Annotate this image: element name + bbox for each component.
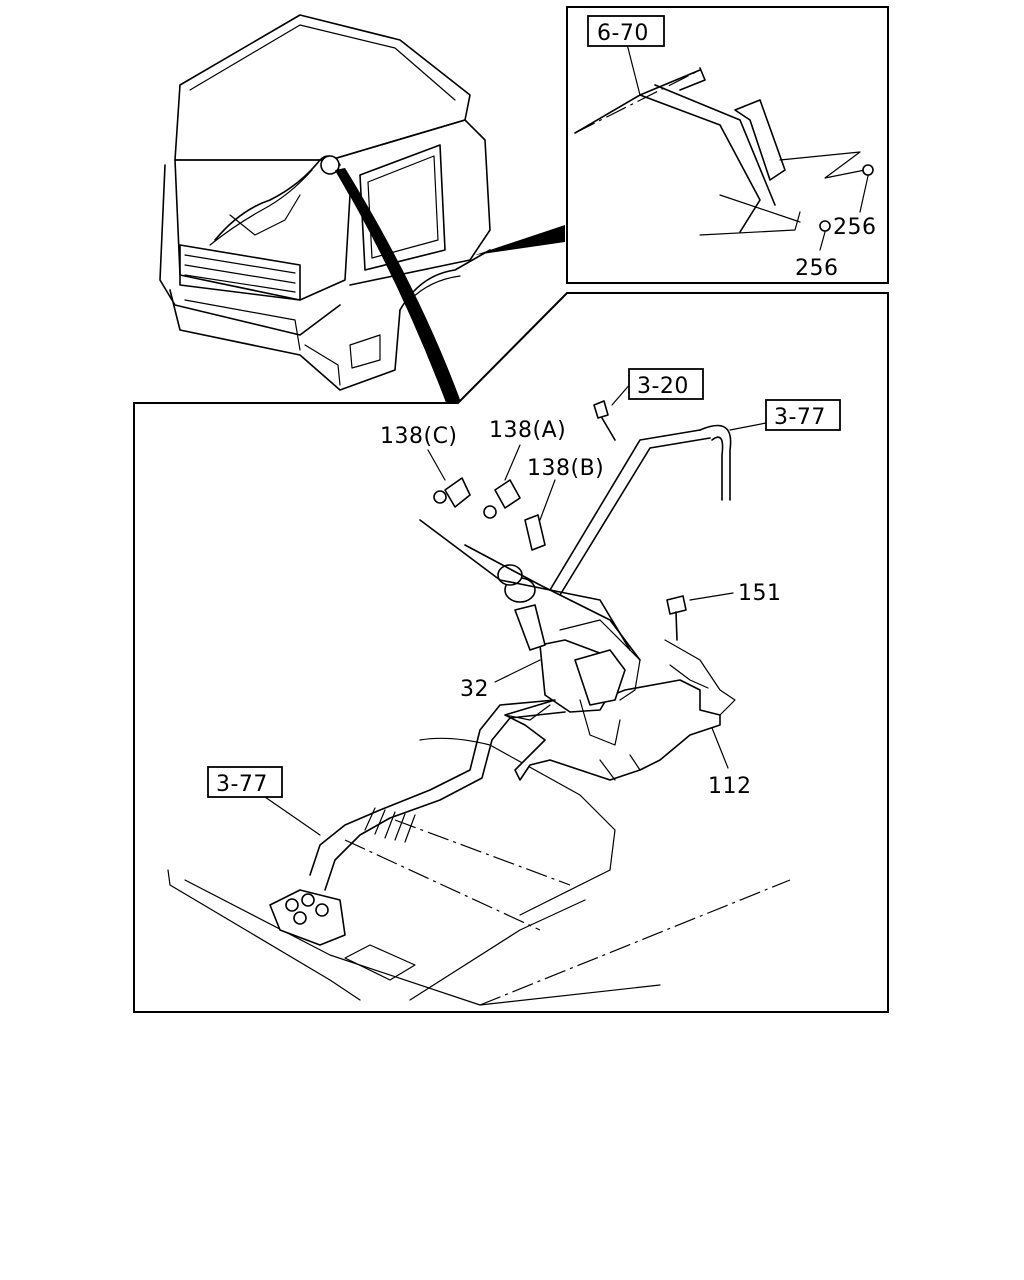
part-label-138b: 138(B)	[527, 456, 604, 481]
ref-box-3-77-top	[765, 399, 841, 431]
callout-wedge	[335, 168, 462, 408]
ref-label-3-20[interactable]: 3-20	[637, 374, 689, 399]
ref-box-6-70	[587, 15, 665, 47]
valve-assembly-32	[497, 564, 641, 746]
main-detail-frame	[133, 292, 889, 1013]
bolts	[593, 400, 687, 641]
leader-lines	[264, 43, 767, 836]
ref-label-3-77-bottom[interactable]: 3-77	[216, 772, 268, 797]
hoses	[269, 424, 732, 946]
callout-pointer-inset	[475, 225, 565, 255]
part-label-138c: 138(C)	[380, 424, 458, 449]
fittings-138	[433, 477, 546, 551]
part-label-256-b: 256	[795, 256, 839, 281]
part-label-256-a: 256	[833, 215, 877, 240]
floor-panel	[167, 737, 791, 1006]
ref-label-3-77-top[interactable]: 3-77	[774, 405, 826, 430]
ref-box-3-77-bottom	[207, 766, 283, 798]
part-label-138a: 138(A)	[489, 418, 566, 443]
inset-detail-frame	[566, 6, 889, 284]
part-label-151: 151	[738, 581, 782, 606]
ref-box-3-20	[628, 368, 704, 400]
ref-label-6-70[interactable]: 6-70	[597, 21, 649, 46]
part-label-32: 32	[460, 677, 489, 702]
truck-cab-illustration	[159, 14, 491, 391]
part-label-112: 112	[708, 774, 752, 799]
